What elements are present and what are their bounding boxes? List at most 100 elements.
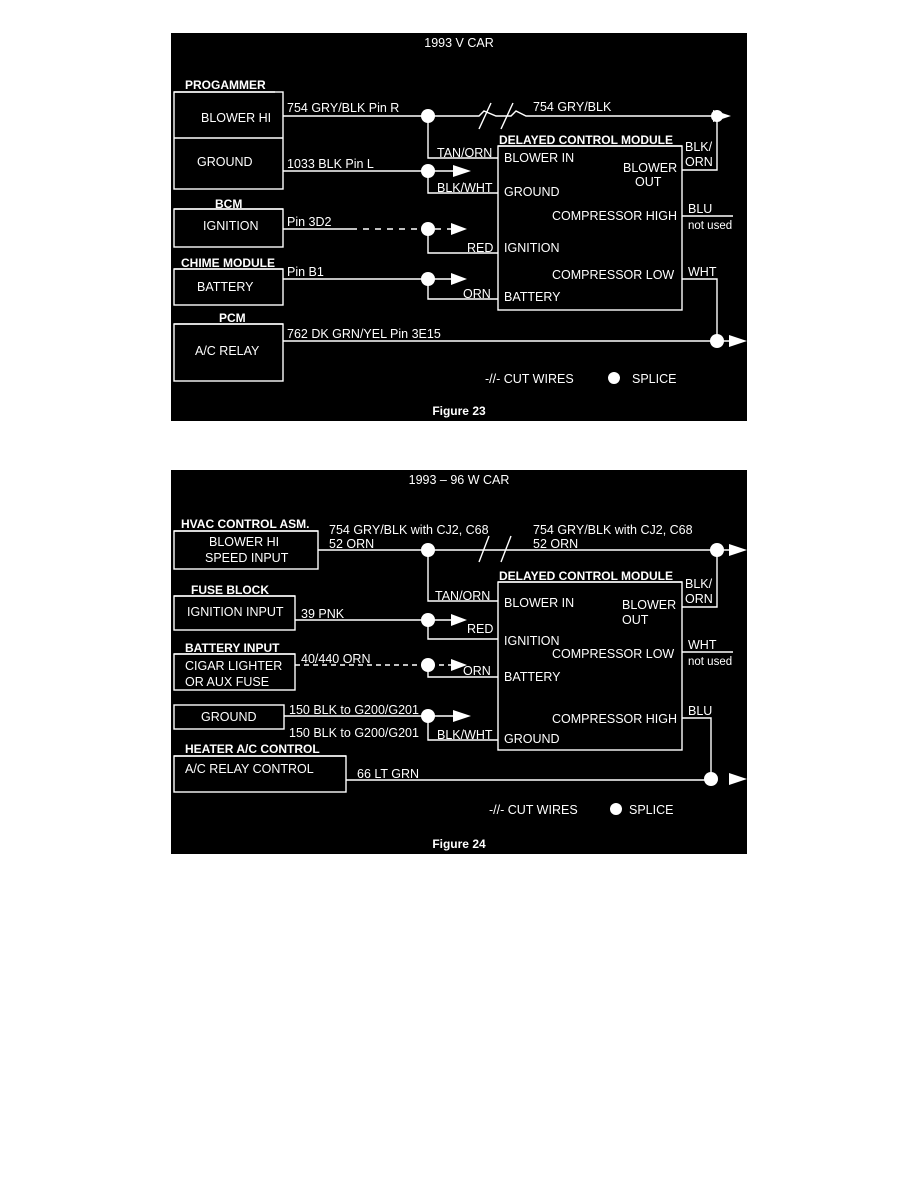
red-label: RED [467,622,493,636]
figure-24-caption: Figure 24 [432,837,486,851]
legend-cut-wires: -//- CUT WIRES [489,803,578,817]
programmer-blower-hi-label: BLOWER HI [201,111,271,125]
wire-39-label: 39 PNK [301,607,345,621]
legend-splice-label: SPLICE [632,372,676,386]
wire-66-label: 66 LT GRN [357,767,419,781]
wire-red [427,620,498,640]
wire-orn [427,665,498,678]
arrow-1033 [453,165,471,177]
module-ground-label: GROUND [504,185,560,199]
legend-splice-dot [608,372,620,384]
wire-pin3d2-label: Pin 3D2 [287,215,332,229]
arrow-66 [729,773,747,785]
arrow-762 [729,335,747,347]
arrow-40 [451,659,467,671]
blk-orn-label-1: BLK/ [685,577,713,591]
arrow-pinb1 [451,273,467,285]
cut-mark-2 [500,535,512,563]
hvac-blower-hi-label-2: SPEED INPUT [205,551,289,565]
module-compressor-high-label: COMPRESSOR HIGH [552,209,677,223]
blk-wht-label: BLK/WHT [437,728,493,742]
delayed-control-module-title: DELAYED CONTROL MODULE [499,569,673,583]
module-battery-label: BATTERY [504,290,561,304]
module-ignition-label: IGNITION [504,634,560,648]
wire-754-right-label: 754 GRY/BLK [533,100,612,114]
hvac-control-header: HVAC CONTROL ASM. [181,517,309,531]
cigar-lighter-label-1: CIGAR LIGHTER [185,659,282,673]
ac-relay-control-label: A/C RELAY CONTROL [185,762,314,776]
delayed-control-module-title: DELAYED CONTROL MODULE [499,133,673,147]
blk-orn-label-1: BLK/ [685,140,713,154]
blk-orn-label-2: ORN [685,592,713,606]
chime-battery-label: BATTERY [197,280,254,294]
legend-splice-label: SPLICE [629,803,673,817]
module-blower-out-label-1: BLOWER [622,598,676,612]
figure-23-wiring-diagram: 1993 V CAR PROGAMMER BLOWER HI GROUND BC… [171,33,747,421]
module-ignition-label: IGNITION [504,241,560,255]
wire-40-label: 40/440 ORN [301,652,370,666]
wire-wht [682,278,718,341]
wht-label: WHT [688,265,717,279]
tan-orn-label: TAN/ORN [437,146,492,160]
hvac-blower-hi-label-1: BLOWER HI [209,535,279,549]
arrow-150 [453,710,471,722]
tan-orn-label: TAN/ORN [435,589,490,603]
module-battery-label: BATTERY [504,670,561,684]
wire-150-label-a: 150 BLK to G200/G201 [289,703,419,717]
delayed-control-module-box [497,145,683,311]
bcm-box [173,208,284,248]
wire-pinb1-label: Pin B1 [287,265,324,279]
fuse-block-header: FUSE BLOCK [191,583,269,597]
wire-tan-orn [427,116,498,159]
heater-ac-control-box [173,755,347,793]
programmer-header: PROGAMMER [185,78,266,92]
legend-cut-wires: -//- CUT WIRES [485,372,574,386]
arrow-39 [451,614,467,626]
cigar-lighter-label-2: OR AUX FUSE [185,675,269,689]
wire-blk-wht [427,171,498,194]
fuse-block-box [173,595,296,631]
blu-label: BLU [688,704,712,718]
bcm-ignition-label: IGNITION [203,219,259,233]
figure-23-caption: Figure 23 [432,404,486,418]
ground-box-label: GROUND [201,710,257,724]
not-used-label: not used [688,656,732,668]
figure-23-title: 1993 V CAR [424,36,493,50]
chime-module-box [173,268,284,306]
wire-754-right-label: 754 GRY/BLK with CJ2, C68 [533,523,693,537]
arrow-pin3d2 [451,223,467,235]
blk-wht-label: BLK/WHT [437,181,493,195]
heater-ac-control-header: HEATER A/C CONTROL [185,742,320,756]
cut-mark-1 [478,102,492,130]
module-blower-out-label-2: OUT [622,613,649,627]
wire-762-label: 762 DK GRN/YEL Pin 3E15 [287,327,441,341]
wire-754-left-label: 754 GRY/BLK with CJ2, C68 [329,523,489,537]
arrow-754-out [729,544,747,556]
module-compressor-low-label: COMPRESSOR LOW [552,647,674,661]
wire-red [427,229,498,254]
orn-label: ORN [463,664,491,678]
module-blower-out-label-1: BLOWER [623,161,677,175]
legend-splice-dot [610,803,622,815]
wire-blk-wht [427,716,498,741]
battery-input-header: BATTERY INPUT [185,641,280,655]
battery-input-box [173,653,296,691]
wire-150-label-b: 150 BLK to G200/G201 [289,726,419,740]
wire-754-blower-hi [283,110,711,117]
wire-754-left-label: 754 GRY/BLK Pin R [287,101,399,115]
ground-box [173,704,285,730]
wire-52-right-label: 52 ORN [533,537,578,551]
chime-module-header: CHIME MODULE [181,256,275,270]
module-blower-in-label: BLOWER IN [504,596,574,610]
wire-blk-orn [682,116,718,171]
figure-24-title: 1993 – 96 W CAR [409,473,510,487]
pcm-header: PCM [219,311,246,325]
wire-52-left-label: 52 ORN [329,537,374,551]
module-compressor-low-label: COMPRESSOR LOW [552,268,674,282]
fuse-ignition-input-label: IGNITION INPUT [187,605,284,619]
module-blower-in-label: BLOWER IN [504,151,574,165]
bcm-header: BCM [215,197,242,211]
cut-mark-2 [500,102,514,130]
orn-label: ORN [463,287,491,301]
wire-orn [427,279,498,300]
